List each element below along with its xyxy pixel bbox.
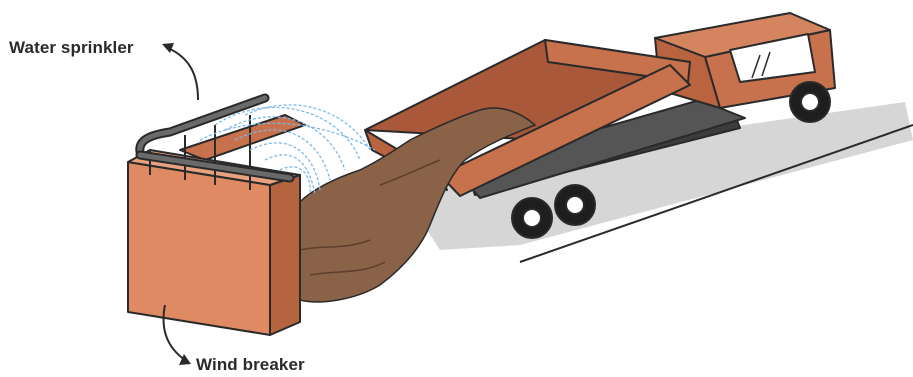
arrow-to-sprinkler-icon — [168, 48, 198, 100]
water-sprinkler-label: Water sprinkler — [9, 38, 134, 58]
wind-breaker-label: Wind breaker — [196, 355, 305, 375]
wall-side-panel — [270, 175, 300, 335]
wall-front-panel — [128, 162, 270, 335]
wind-breaker-wall-icon — [128, 115, 305, 335]
